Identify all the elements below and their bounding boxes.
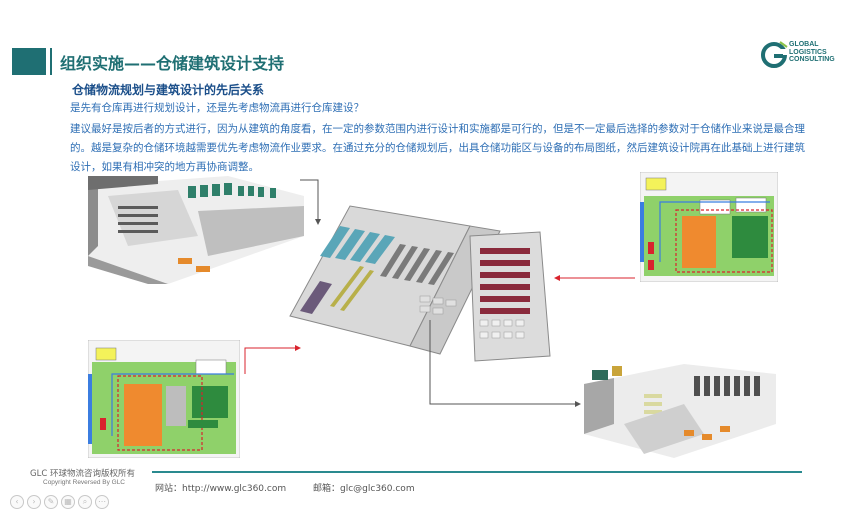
warehouse-floor-plan-left bbox=[88, 340, 240, 458]
body-text-line: 的。越是复杂的仓储环境越需要优先考虑物流作业要求。在通过充分的仓储规划后，出具仓… bbox=[70, 142, 805, 154]
logo-text: GLOBAL LOGISTICS CONSULTING bbox=[789, 41, 835, 63]
warehouse-3d-render-bottom-right bbox=[584, 364, 776, 458]
slide-title: 组织实施——仓储建筑设计支持 bbox=[60, 54, 285, 73]
footer-divider bbox=[152, 471, 802, 473]
title-accent-block bbox=[12, 48, 46, 75]
footer-copyright: GLC 环球物流咨询版权所有 bbox=[30, 469, 135, 479]
section-subtitle: 仓储物流规划与建筑设计的先后关系 bbox=[72, 83, 265, 97]
warehouse-3d-render-top-left bbox=[88, 176, 304, 284]
question-text: 是先有仓库再进行规划设计，还是先考虑物流再进行仓库建设？ bbox=[70, 102, 364, 114]
pen-icon[interactable]: ✎ bbox=[44, 495, 58, 509]
glc-logo-icon bbox=[761, 41, 788, 68]
grid-icon[interactable]: ▦ bbox=[61, 495, 75, 509]
prev-icon[interactable]: ‹ bbox=[10, 495, 24, 509]
title-divider bbox=[50, 48, 52, 75]
more-icon[interactable]: ⋯ bbox=[95, 495, 109, 509]
footer-email-link[interactable]: 邮箱：glc@glc360.com bbox=[313, 484, 415, 494]
presentation-controls: ‹ › ✎ ▦ ⌕ ⋯ bbox=[10, 495, 109, 509]
warehouse-floor-plan-right bbox=[640, 172, 778, 282]
zoom-icon[interactable]: ⌕ bbox=[78, 495, 92, 509]
warehouse-3d-layout-center bbox=[289, 205, 551, 362]
body-text-line: 设计，如果有相冲突的地方再协商调整。 bbox=[70, 161, 259, 173]
body-text-line: 建议最好是按后者的方式进行，因为从建筑的角度看，在一定的参数范围内进行设计和实施… bbox=[70, 123, 805, 135]
next-icon[interactable]: › bbox=[27, 495, 41, 509]
footer-website-link[interactable]: 网站：http://www.glc360.com bbox=[155, 484, 287, 494]
footer-copyright-en: Copyright Reversed By GLC bbox=[43, 479, 126, 486]
